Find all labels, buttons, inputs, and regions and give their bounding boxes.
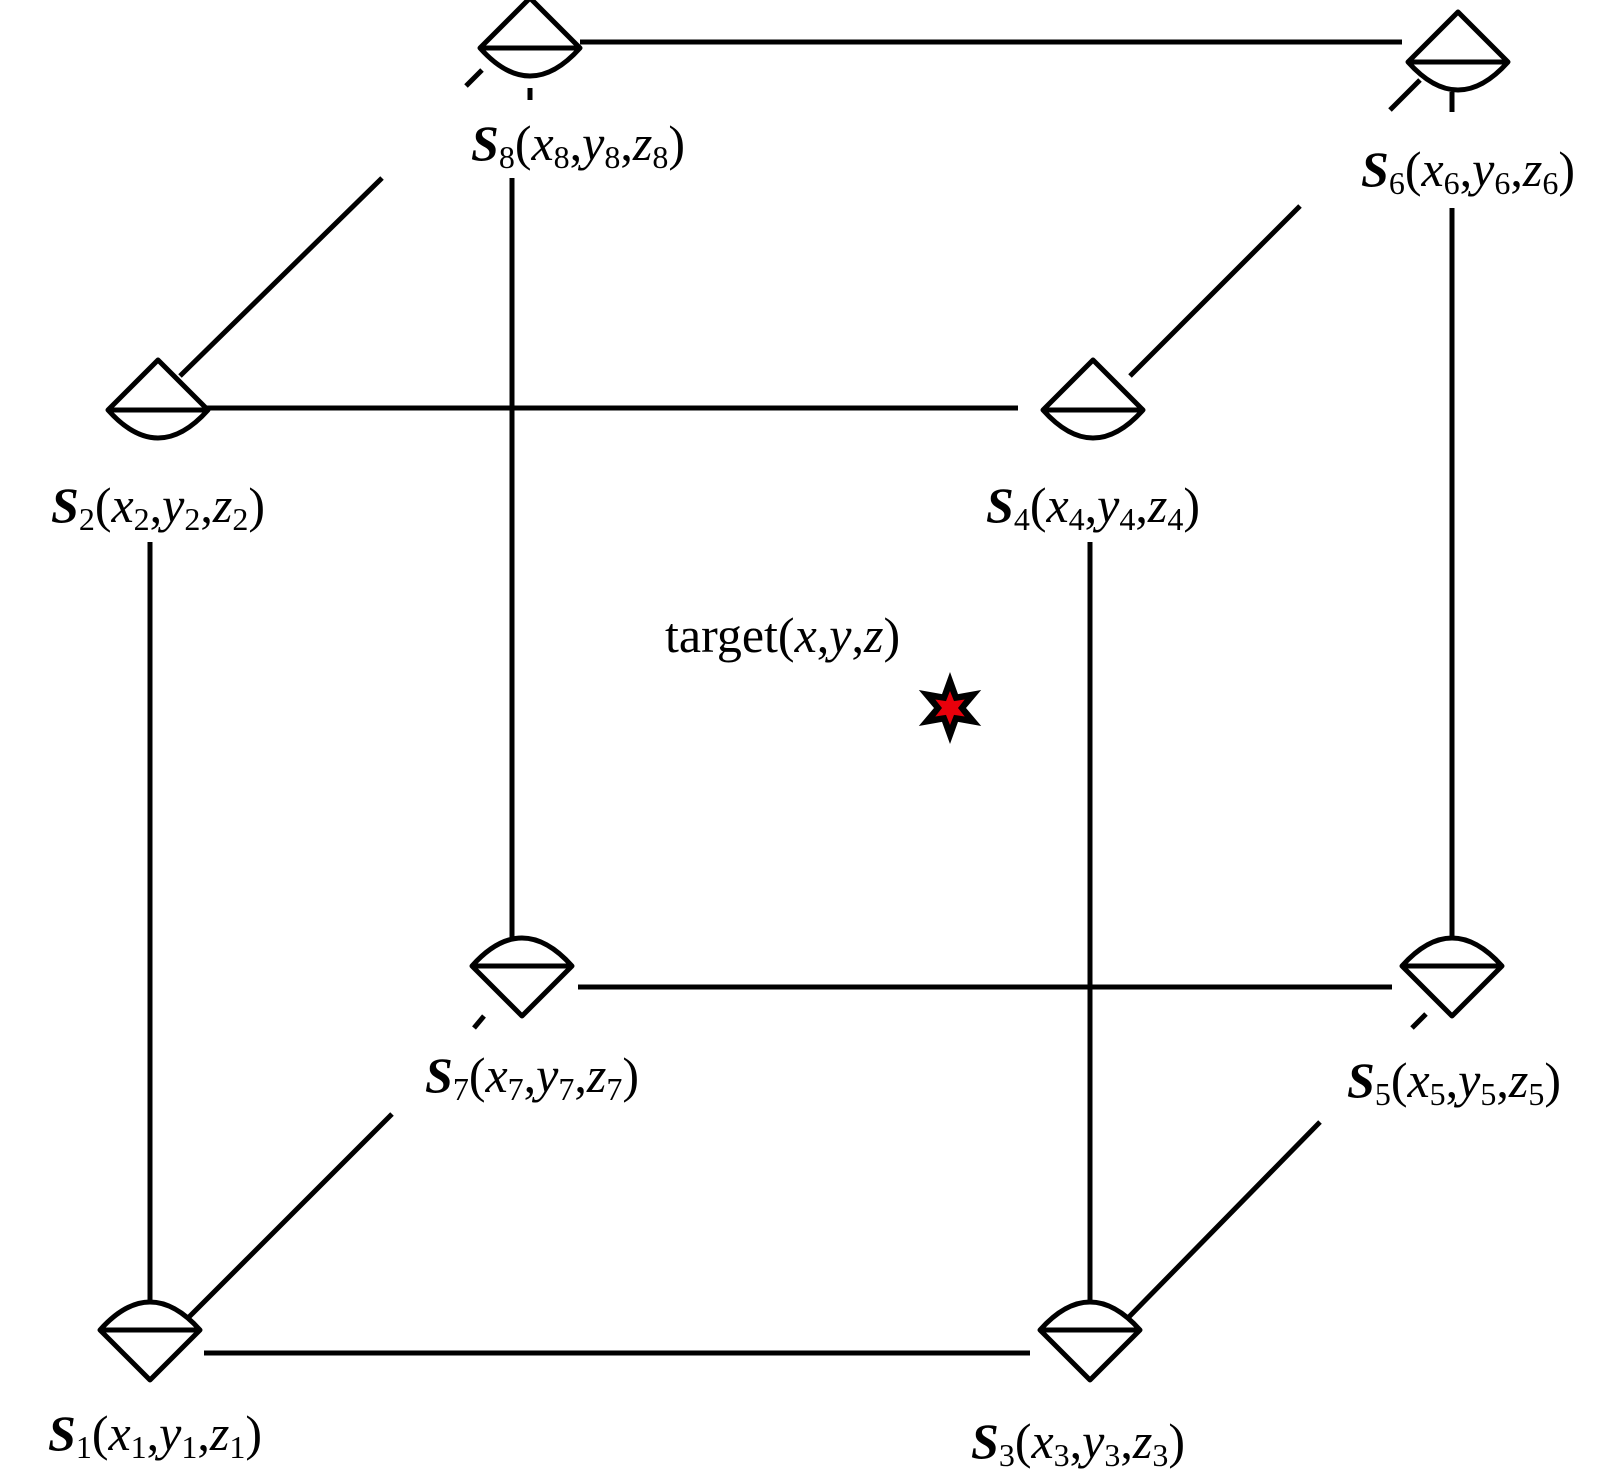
sensor-name: S xyxy=(971,1413,999,1469)
coord-y-subscript: 5 xyxy=(1480,1076,1497,1112)
coord-y-subscript: 4 xyxy=(1119,501,1136,537)
coord-z-subscript: 5 xyxy=(1528,1076,1545,1112)
coord-z: z xyxy=(1132,1413,1153,1469)
sensor-5-icon xyxy=(1399,935,1505,1019)
coord-y-subscript: 7 xyxy=(558,1071,575,1107)
coord-y: y xyxy=(1097,477,1120,533)
sensor-3-icon xyxy=(1037,1299,1143,1383)
sensor-subscript: 5 xyxy=(1374,1076,1391,1112)
sensor-label-5: S5(x5,y5,z5) xyxy=(1347,1052,1561,1112)
target-var-z: z xyxy=(863,607,884,663)
coord-z: z xyxy=(1522,141,1543,197)
sensor-name: S xyxy=(48,1405,76,1461)
coord-x: x xyxy=(1046,477,1069,533)
edge-s8-stub xyxy=(464,68,484,88)
coord-y-subscript: 2 xyxy=(184,501,201,537)
sensor-subscript: 7 xyxy=(452,1071,469,1107)
target-var-y: y xyxy=(829,607,852,663)
coord-z: z xyxy=(1147,477,1168,533)
sensor-name: S xyxy=(1347,1052,1375,1108)
coord-x: x xyxy=(531,115,554,171)
sensor-label-7: S7(x7,y7,z7) xyxy=(425,1047,639,1107)
coord-x-subscript: 6 xyxy=(1443,165,1460,201)
coord-z-subscript: 6 xyxy=(1542,165,1559,201)
sensor-label-2: S2(x2,y2,z2) xyxy=(51,477,265,537)
coord-x: x xyxy=(485,1047,508,1103)
coord-x-subscript: 7 xyxy=(507,1071,524,1107)
sensor-subscript: 8 xyxy=(498,139,515,175)
coord-z-subscript: 2 xyxy=(232,501,249,537)
coord-y: y xyxy=(536,1047,559,1103)
sensor-name: S xyxy=(425,1047,453,1103)
coord-y: y xyxy=(159,1405,182,1461)
coord-y: y xyxy=(1472,141,1495,197)
sensor-name: S xyxy=(51,477,79,533)
sensor-subscript: 2 xyxy=(78,501,95,537)
sensor-7-icon xyxy=(469,935,575,1019)
coord-z-subscript: 4 xyxy=(1167,501,1184,537)
coord-x-subscript: 3 xyxy=(1053,1437,1070,1473)
coord-x-subscript: 8 xyxy=(553,139,570,175)
edge-s2-s8 xyxy=(178,176,384,378)
sensor-2-icon xyxy=(105,357,211,441)
sensor-label-1: S1(x1,y1,z1) xyxy=(48,1405,262,1465)
coord-z: z xyxy=(632,115,653,171)
coord-x-subscript: 4 xyxy=(1068,501,1085,537)
sensor-label-3: S3(x3,y3,z3) xyxy=(971,1413,1185,1473)
sensor-label-4: S4(x4,y4,z4) xyxy=(986,477,1200,537)
sensor-subscript: 3 xyxy=(998,1437,1015,1473)
target-word: target xyxy=(665,607,778,663)
coord-z-subscript: 1 xyxy=(229,1429,246,1465)
coord-y-subscript: 1 xyxy=(181,1429,198,1465)
coord-y-subscript: 8 xyxy=(604,139,621,175)
coord-z: z xyxy=(212,477,233,533)
coord-x-subscript: 2 xyxy=(133,501,150,537)
sensor-label-6: S6(x6,y6,z6) xyxy=(1361,141,1575,201)
edge-s5-stub xyxy=(1410,1012,1428,1030)
target-star-core xyxy=(935,691,965,725)
edge-s1-s7 xyxy=(182,1112,394,1324)
coord-x: x xyxy=(1407,1052,1430,1108)
edge-s6-stub xyxy=(1388,78,1422,112)
edge-s7-stub xyxy=(472,1014,486,1030)
sensor-1-icon xyxy=(97,1299,203,1383)
coord-y: y xyxy=(1082,1413,1105,1469)
coord-x: x xyxy=(1421,141,1444,197)
sensor-group xyxy=(97,0,1511,1383)
edge-s3-s5 xyxy=(1122,1120,1322,1324)
coord-z: z xyxy=(586,1047,607,1103)
edge-s4-s6 xyxy=(1128,204,1302,378)
sensor-name: S xyxy=(1361,141,1389,197)
sensor-subscript: 6 xyxy=(1388,165,1405,201)
coord-y-subscript: 6 xyxy=(1494,165,1511,201)
coord-z-subscript: 8 xyxy=(652,139,669,175)
target-var-x: x xyxy=(794,607,817,663)
cube-edges xyxy=(147,39,1455,1356)
sensor-label-8: S8(x8,y8,z8) xyxy=(471,115,685,175)
sensor-subscript: 4 xyxy=(1013,501,1030,537)
coord-x: x xyxy=(108,1405,131,1461)
sensor-subscript: 1 xyxy=(75,1429,92,1465)
target-marker xyxy=(918,672,982,744)
coord-x-subscript: 5 xyxy=(1429,1076,1446,1112)
sensor-6-icon xyxy=(1405,9,1511,93)
coord-y: y xyxy=(1458,1052,1481,1108)
coord-z-subscript: 3 xyxy=(1152,1437,1169,1473)
sensor-name: S xyxy=(471,115,499,171)
sensor-8-icon xyxy=(477,0,583,79)
coord-z-subscript: 7 xyxy=(606,1071,623,1107)
sensor-4-icon xyxy=(1040,357,1146,441)
coord-z: z xyxy=(1508,1052,1529,1108)
sensor-name: S xyxy=(986,477,1014,533)
coord-x: x xyxy=(111,477,134,533)
coord-y: y xyxy=(582,115,605,171)
coord-y: y xyxy=(162,477,185,533)
target-label: target(x,y,z) xyxy=(665,607,901,663)
coord-y-subscript: 3 xyxy=(1104,1437,1121,1473)
coord-z: z xyxy=(209,1405,230,1461)
coord-x-subscript: 1 xyxy=(130,1429,147,1465)
coord-x: x xyxy=(1031,1413,1054,1469)
